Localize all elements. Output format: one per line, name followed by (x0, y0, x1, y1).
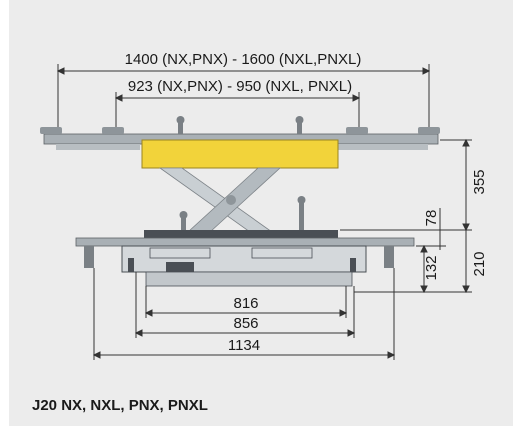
base-unit (75, 230, 415, 287)
dimension-bottom-widths (92, 268, 396, 360)
inner-width-label: 923 (NX,PNX) - 950 (NXL, PNXL) (128, 78, 352, 95)
dimension-inner-width (114, 92, 361, 130)
top-arms (40, 127, 440, 150)
height-132-label: 132 (423, 255, 440, 280)
scissor-mechanism (158, 167, 282, 233)
base-1134-label: 1134 (228, 337, 260, 354)
base-816-label: 816 (233, 295, 258, 312)
height-lift-label: 355 (471, 169, 488, 194)
model-caption: J20 NX, NXL, PNX, PNXL (32, 397, 208, 414)
top-width-label: 1400 (NX,PNX) - 1600 (NXL,PNXL) (125, 51, 362, 68)
base-856-label: 856 (233, 315, 258, 332)
dimension-top-width (56, 64, 431, 128)
height-210-label: 210 (471, 251, 488, 276)
height-78-label: 78 (423, 210, 440, 227)
lifting-beam (141, 139, 339, 169)
top-knobs (176, 116, 304, 134)
dimension-right-heights (340, 138, 472, 294)
lower-knobs (179, 196, 306, 232)
